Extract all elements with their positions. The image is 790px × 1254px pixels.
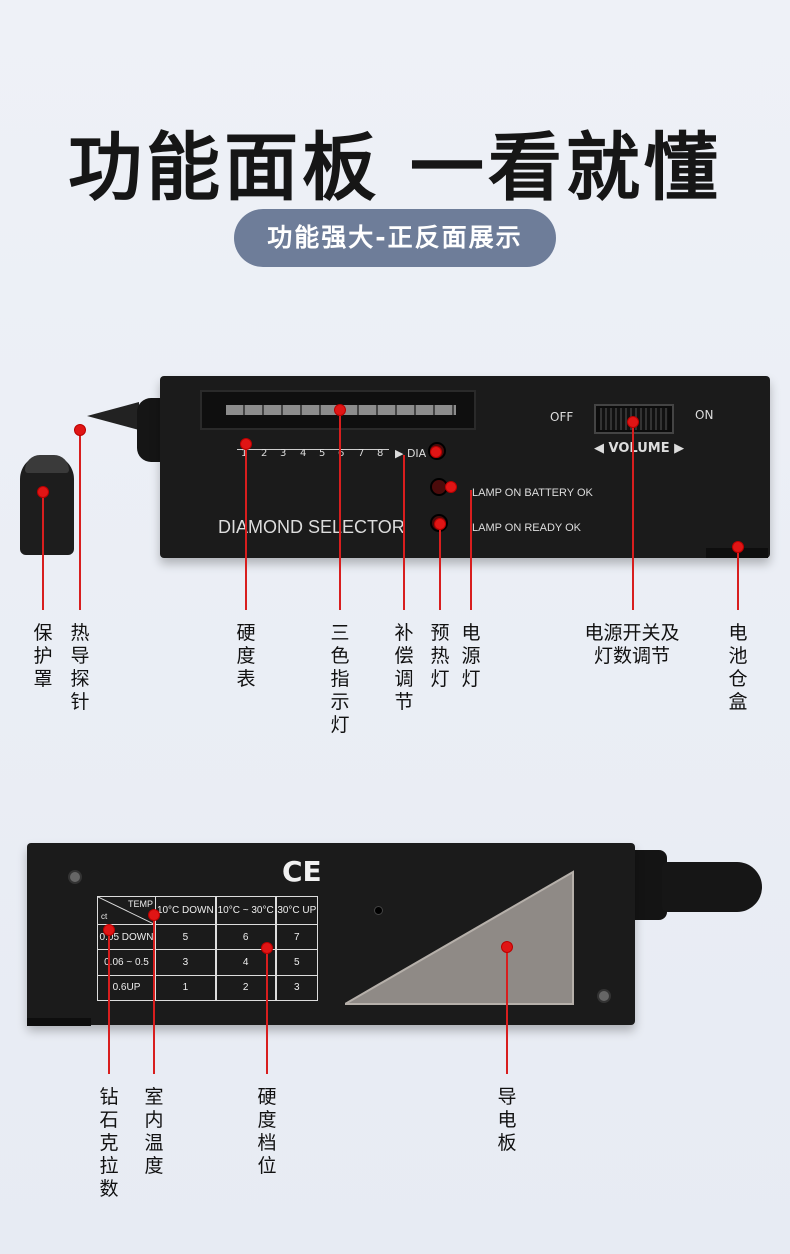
brand-text: DIAMOND SELECTOR <box>218 517 405 537</box>
hardness-table: TEMP ct 10°C DOWN 10°C ~ 30°C 30°C UP 0.… <box>97 896 318 1002</box>
hardness-scale <box>237 438 389 450</box>
table-cell: 5 <box>274 949 318 976</box>
table-cell: 5 <box>154 923 217 951</box>
callout-dot <box>434 518 446 530</box>
screw-icon <box>68 870 82 884</box>
callout-line <box>439 524 441 610</box>
volume-label: ◀ VOLUME ▶ <box>594 441 685 456</box>
scale-number: 1 <box>241 448 247 459</box>
callout-dot <box>74 424 86 436</box>
label-power-light: 电源灯 <box>461 622 481 690</box>
label-carat: 钻石克拉数 <box>99 1086 119 1200</box>
lamp-ready-text: LAMP ON READY OK <box>472 522 582 534</box>
callout-line <box>470 490 472 610</box>
scale-number: 3 <box>280 448 287 459</box>
callout-line <box>737 548 739 610</box>
callout-line <box>42 492 44 610</box>
subtitle-badge: 功能强大-正反面展示 <box>234 209 556 267</box>
label-power-switch: 电源开关及灯数调节 <box>584 622 680 667</box>
label-thermal-probe: 热导探针 <box>70 622 90 713</box>
label-preheat-light: 预热灯 <box>430 622 450 690</box>
screw-icon <box>597 989 611 1003</box>
probe-neck <box>633 850 667 920</box>
col-header: 10°C ~ 30°C <box>214 896 277 925</box>
scale-number: 6 <box>338 448 345 459</box>
callout-dot <box>240 438 252 450</box>
label-compensation: 补偿调节 <box>394 622 414 713</box>
callout-dot <box>148 909 160 921</box>
row-label: 0.06 ~ 0.5 <box>97 949 156 976</box>
probe-cap-end <box>662 862 762 912</box>
callout-dot <box>334 404 346 416</box>
table-cell: 7 <box>274 923 318 951</box>
callout-line <box>506 948 508 1074</box>
dia-label: ▶ DIA <box>395 447 427 460</box>
callout-dot <box>37 486 49 498</box>
callout-dot <box>103 924 115 936</box>
callout-line <box>245 444 247 610</box>
lamp-battery-text: LAMP ON BATTERY OK <box>472 487 593 499</box>
callout-dot <box>261 942 273 954</box>
callout-line <box>108 930 110 1074</box>
thermal-probe-tip <box>87 402 139 430</box>
label-hardness-level: 硬度档位 <box>257 1086 277 1177</box>
on-label: ON <box>695 408 714 422</box>
callout-dot <box>445 481 457 493</box>
callout-dot <box>732 541 744 553</box>
table-cell: 3 <box>154 949 217 976</box>
scale-number: 7 <box>358 448 365 459</box>
ct-header: ct <box>101 912 108 921</box>
callout-dot <box>627 416 639 428</box>
callout-line <box>339 410 341 610</box>
off-label: OFF <box>550 410 574 424</box>
ce-mark: CE <box>282 855 322 888</box>
scale-number: 5 <box>319 448 326 459</box>
label-hardness-meter: 硬度表 <box>236 622 256 690</box>
table-cell: 3 <box>274 974 318 1002</box>
callout-line <box>403 455 405 610</box>
diagonal-divider <box>98 897 156 925</box>
back-foot <box>27 1018 91 1026</box>
callout-dot <box>430 446 442 458</box>
callout-line <box>79 430 81 610</box>
scale-number: 2 <box>261 448 268 459</box>
label-protective-cap: 保护罩 <box>33 622 53 690</box>
table-corner-cell: TEMP ct <box>97 896 156 925</box>
label-conductive-plate: 导电板 <box>497 1086 517 1154</box>
protective-cap-top <box>25 455 69 473</box>
page-title: 功能面板 一看就懂 <box>68 125 722 211</box>
calibration-hole <box>374 906 383 915</box>
row-label: 0.6UP <box>97 974 156 1002</box>
callout-dot <box>501 941 513 953</box>
col-header: 10°C DOWN <box>154 896 217 925</box>
table-cell: 1 <box>154 974 217 1002</box>
col-header: 30°C UP <box>274 896 318 925</box>
label-tricolor-lights: 三色指示灯 <box>330 622 350 736</box>
scale-number: 4 <box>300 448 307 459</box>
temp-header: TEMP <box>127 899 153 909</box>
label-room-temp: 室内温度 <box>144 1086 164 1177</box>
label-battery-box: 电池仓盒 <box>728 622 748 713</box>
callout-line <box>266 949 268 1074</box>
callout-line <box>632 422 634 610</box>
callout-line <box>153 916 155 1074</box>
scale-number: 8 <box>377 448 384 459</box>
conductive-plate <box>345 870 574 1005</box>
